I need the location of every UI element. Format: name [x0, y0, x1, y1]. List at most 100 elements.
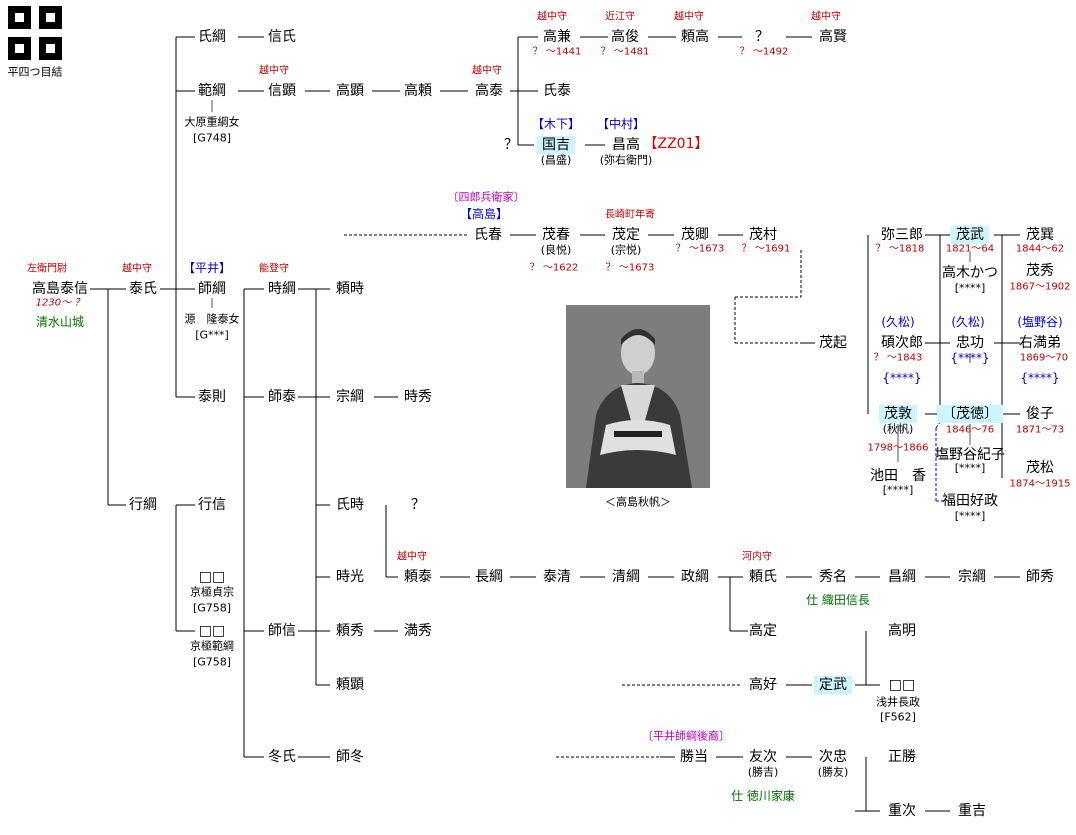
name-label: 宗綱 — [958, 568, 986, 585]
name-label: 信顕 — [268, 82, 296, 99]
note-label: 〔平井師綱後裔〕 — [642, 729, 730, 743]
title-label: 近江守 — [605, 11, 635, 23]
date-label: ？ ～1481 — [600, 46, 650, 58]
name-label: 昌綱 — [888, 568, 916, 585]
name-label: 高顕 — [336, 82, 364, 99]
clan-label: {****} — [950, 351, 990, 366]
code-label: 【ZZ01】 — [643, 135, 709, 152]
date-label: ？ ～1818 — [875, 243, 925, 255]
name-label: 勝当 — [680, 748, 708, 765]
title-label: 越中守 — [472, 65, 502, 77]
name-label: 正勝 — [888, 748, 916, 765]
clan-label: 【中村】 — [596, 117, 646, 132]
name-label: 頼氏 — [749, 568, 777, 585]
name-label: 塩野谷紀子 — [935, 446, 1005, 463]
name-label: 清綱 — [612, 568, 640, 585]
date-label: ？ ～1441 — [532, 46, 582, 58]
name-label: □□ — [198, 622, 226, 639]
sub-label: [****] — [954, 281, 986, 295]
name-label: 信氏 — [268, 28, 296, 45]
name-label: 満秀 — [404, 622, 432, 639]
date-label: ？ ～1691 — [741, 243, 791, 255]
name-label: 師綱 — [198, 280, 226, 297]
name-label: 友次 — [749, 748, 777, 765]
name-label: ？ — [504, 136, 518, 153]
clan-label: {****} — [1020, 371, 1060, 386]
name-label: 泰清 — [543, 568, 571, 585]
name-label: 茂起 — [819, 334, 847, 351]
date-label: 1846～76 — [945, 424, 995, 436]
name-label: 氏春 — [474, 226, 502, 243]
clan-label: (久松) — [951, 315, 985, 330]
name-label: 俊子 — [1026, 405, 1054, 422]
name-label: 頼時 — [336, 280, 364, 297]
note-label: 〔四郎兵衛家〕 — [447, 190, 525, 204]
name-label: 政綱 — [681, 568, 709, 585]
sub-label: 浅井長政 — [876, 695, 920, 709]
name-label: 師冬 — [336, 748, 364, 765]
sub-label: 源 隆泰女 — [184, 312, 240, 326]
name-label: 茂巽 — [1026, 226, 1054, 243]
name-label: 次忠 — [819, 748, 847, 765]
name-label: 泰則 — [198, 388, 226, 405]
title-label: 能登守 — [259, 263, 289, 275]
name-label: 重次 — [888, 802, 916, 819]
title-label: 河内守 — [742, 551, 772, 563]
date-label: 1230～ ？ — [35, 297, 85, 309]
sub-label: [G748] — [192, 131, 232, 145]
sub-label: [G758] — [192, 655, 232, 669]
sub-label: [****] — [882, 483, 914, 497]
title-label: 越中守 — [122, 263, 152, 275]
name-label: 忠功 — [956, 334, 984, 351]
name-label: 高好 — [749, 676, 777, 693]
name-label: 定武 — [814, 675, 852, 695]
name-label: 行綱 — [129, 496, 157, 513]
name-label: 頼秀 — [336, 622, 364, 639]
sub-label: (弥右衛門) — [599, 153, 653, 167]
title-label: 越中守 — [537, 11, 567, 23]
name-label: 時光 — [336, 568, 364, 585]
clan-label: 【高島】 — [459, 207, 509, 222]
sub-label: [****] — [954, 509, 986, 523]
name-label: 冬氏 — [268, 748, 296, 765]
portrait-image — [566, 305, 710, 488]
title-label: 越中守 — [674, 11, 704, 23]
name-label: 福田好政 — [942, 492, 998, 509]
sub-label: (勝友) — [817, 765, 849, 779]
sub-label: 京極貞宗 — [190, 585, 234, 599]
place-label: 仕 徳川家康 — [731, 789, 795, 804]
name-label: 茂卿 — [681, 226, 709, 243]
name-label: 宗綱 — [336, 388, 364, 405]
name-label: 茂松 — [1026, 459, 1054, 476]
name-label: 高賢 — [819, 28, 847, 45]
title-label: 左衛門尉 — [27, 263, 67, 275]
clan-label: {****} — [882, 371, 922, 386]
name-label: ？ — [411, 496, 425, 513]
date-label: 1869～70 — [1019, 352, 1069, 364]
sub-label: 大原重綱女 — [184, 115, 240, 129]
name-label: 重吉 — [958, 802, 986, 819]
clan-label: 【平井】 — [182, 261, 232, 276]
title-label: 越中守 — [397, 551, 427, 563]
name-label: 行信 — [198, 496, 226, 513]
name-label: 茂春 — [542, 226, 570, 243]
name-label: 碩次郎 — [881, 334, 923, 351]
crest-label: 平四つ目結 — [7, 65, 63, 79]
name-label: 茂秀 — [1026, 262, 1054, 279]
name-label: 国吉 — [537, 135, 575, 155]
sub-label: (宗悦) — [610, 243, 642, 257]
name-label: 茂村 — [749, 226, 777, 243]
name-label: 頼泰 — [404, 568, 432, 585]
title-label: 越中守 — [811, 11, 841, 23]
title-label: 長崎町年寄 — [605, 209, 655, 221]
name-label: 師信 — [268, 622, 296, 639]
name-label: 氏泰 — [543, 82, 571, 99]
name-label: 〔茂徳〕 — [937, 404, 1003, 424]
date-label: ？ ～1843 — [873, 352, 923, 364]
name-label: 氏時 — [336, 496, 364, 513]
name-label: 範綱 — [198, 82, 226, 99]
name-label: 昌高 — [612, 136, 640, 153]
name-label: 弥三郎 — [881, 226, 923, 243]
name-label: 高泰 — [475, 82, 503, 99]
name-label: 頼高 — [681, 28, 709, 45]
